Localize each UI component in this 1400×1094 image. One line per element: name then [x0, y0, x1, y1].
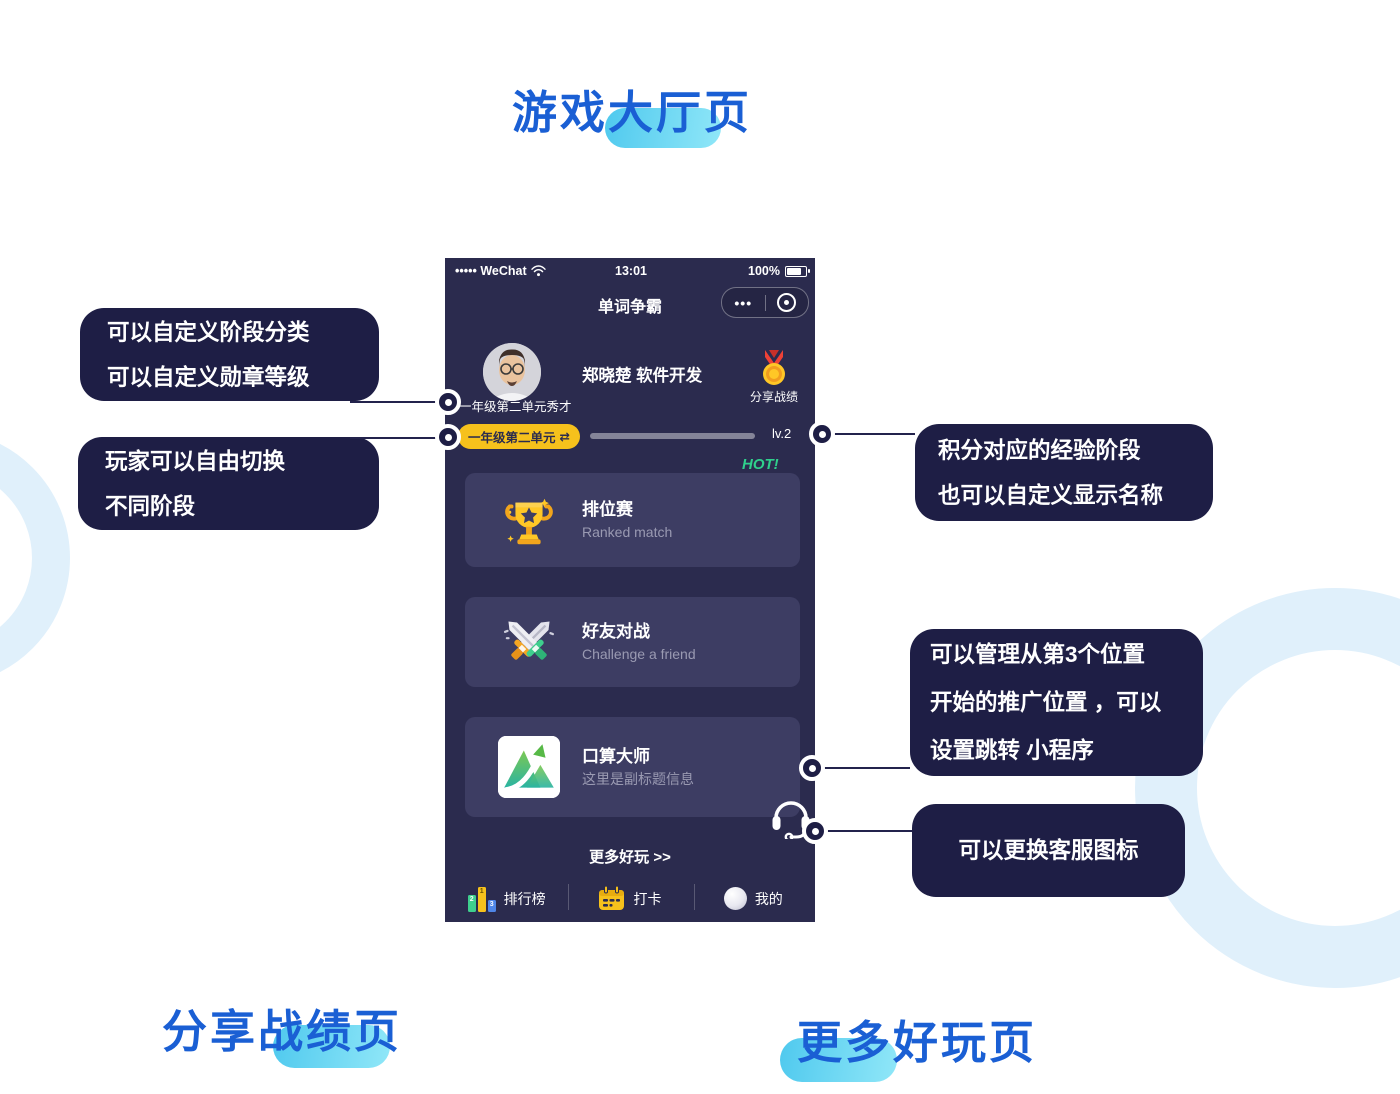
swap-icon: ⇄ [559, 430, 570, 444]
tab-ranking[interactable]: 2 1 3 排行榜 [445, 875, 568, 922]
tab-bar: 2 1 3 排行榜 打卡 [445, 875, 815, 922]
callout-line: 可以自定义阶段分类 [107, 319, 310, 345]
battery-percent: 100% [748, 264, 780, 278]
wechat-capsule: ••• [721, 287, 809, 318]
menu-dots-button[interactable]: ••• [734, 294, 753, 311]
callout-line: 可以自定义勋章等级 [107, 364, 310, 390]
callout-line: 设置跳转 小程序 [930, 737, 1094, 763]
card-title: 好友对战 [582, 622, 650, 642]
tab-checkin[interactable]: 打卡 [568, 875, 691, 922]
tab-label: 排行榜 [503, 890, 546, 907]
battery-icon [784, 265, 810, 277]
crossed-swords-icon [503, 621, 555, 660]
user-name: 郑晓楚 软件开发 [582, 367, 703, 385]
card-ranked-match[interactable]: 排位赛 Ranked match [465, 473, 800, 567]
tabbar-divider [568, 884, 569, 910]
connector-line [827, 830, 912, 832]
app-title: 单词争霸 [597, 299, 662, 316]
target-marker-icon [802, 818, 828, 844]
callout-line: 也可以自定义显示名称 [938, 482, 1164, 508]
bar: 3 [487, 899, 496, 912]
bar: 2 [467, 894, 476, 912]
card-subtitle: Ranked match [582, 524, 673, 541]
connector-line [834, 433, 915, 435]
close-target-button[interactable] [766, 293, 809, 312]
more-fun-link[interactable]: 更多好玩 >> [589, 849, 671, 866]
math-app-icon [498, 736, 560, 798]
bar: 1 [477, 886, 486, 912]
nav-bar: 单词争霸 ••• [445, 284, 815, 324]
avatar[interactable] [483, 343, 541, 401]
title-highlight-blob [605, 108, 721, 148]
target-marker-icon [809, 421, 835, 447]
carrier-label: ••••• WeChat [455, 264, 527, 278]
card-promoted-app[interactable]: 口算大师 这里是副标题信息 [465, 717, 800, 817]
stage-switch-pill[interactable]: 一年级第二单元 ⇄ [458, 424, 580, 449]
callout-experience-stage: 积分对应的经验阶段 也可以自定义显示名称 [915, 424, 1213, 521]
card-subtitle: 这里是副标题信息 [582, 771, 694, 788]
clock: 13:01 [615, 264, 647, 278]
callout-line: 可以管理从第3个位置 [930, 641, 1146, 667]
target-marker-icon [799, 755, 825, 781]
callout-switch-stage: 玩家可以自由切换 不同阶段 [78, 437, 379, 530]
callout-service-icon: 可以更换客服图标 [912, 804, 1185, 897]
callout-line: 积分对应的经验阶段 [938, 437, 1141, 463]
connector-line [350, 401, 437, 403]
connector-line [824, 767, 910, 769]
card-subtitle: Challenge a friend [582, 646, 696, 663]
tab-label: 我的 [754, 890, 783, 907]
callout-promotion-slots: 可以管理从第3个位置 开始的推广位置 ，可以 设置跳转 小程序 [910, 629, 1203, 776]
trophy-icon [505, 498, 553, 545]
title-highlight-blob [780, 1038, 897, 1082]
card-title: 口算大师 [582, 747, 650, 767]
target-marker-icon [435, 424, 461, 450]
page-title: 游戏大厅页 [512, 87, 753, 138]
connector-line [350, 437, 437, 439]
medal-icon[interactable] [756, 350, 792, 386]
callout-custom-stage: 可以自定义阶段分类 可以自定义勋章等级 [80, 308, 379, 401]
callout-line: 可以更换客服图标 [958, 838, 1139, 863]
tabbar-divider [694, 884, 695, 910]
tab-label: 打卡 [633, 890, 662, 907]
target-icon [777, 293, 797, 312]
card-title: 排位赛 [582, 500, 633, 520]
share-record-label[interactable]: 分享战绩 [749, 390, 798, 404]
tab-mine[interactable]: 我的 [692, 875, 815, 922]
status-bar: ••••• WeChat 13:01 100% [445, 258, 815, 284]
callout-line: 玩家可以自由切换 [105, 448, 286, 474]
section-title-share-record: 分享战绩页 [162, 1006, 403, 1057]
decorative-ring-left [0, 430, 70, 686]
callout-line: 开始的推广位置 ，可以 [930, 689, 1162, 715]
ranking-chart-icon: 2 1 3 [467, 886, 496, 912]
profile-ball-icon [723, 887, 747, 910]
calendar-icon [599, 885, 625, 910]
title-highlight-blob [273, 1025, 390, 1068]
wifi-icon [530, 265, 546, 277]
stage-pill-label: 一年级第二单元 [468, 431, 556, 445]
phone-mockup: ••••• WeChat 13:01 100% 单词争霸 ••• [445, 258, 815, 922]
rank-badge: 一年级第二单元秀才 [459, 400, 572, 414]
hot-badge: HOT! [742, 456, 779, 473]
callout-line: 不同阶段 [105, 493, 196, 519]
capsule-divider [764, 294, 766, 311]
section-title-more-fun: 更多好玩页 [797, 1017, 1038, 1068]
card-friend-battle[interactable]: 好友对战 Challenge a friend [465, 597, 800, 687]
experience-progress-bar [590, 433, 755, 439]
target-marker-icon [435, 389, 461, 415]
level-label: lv.2 [772, 426, 792, 441]
